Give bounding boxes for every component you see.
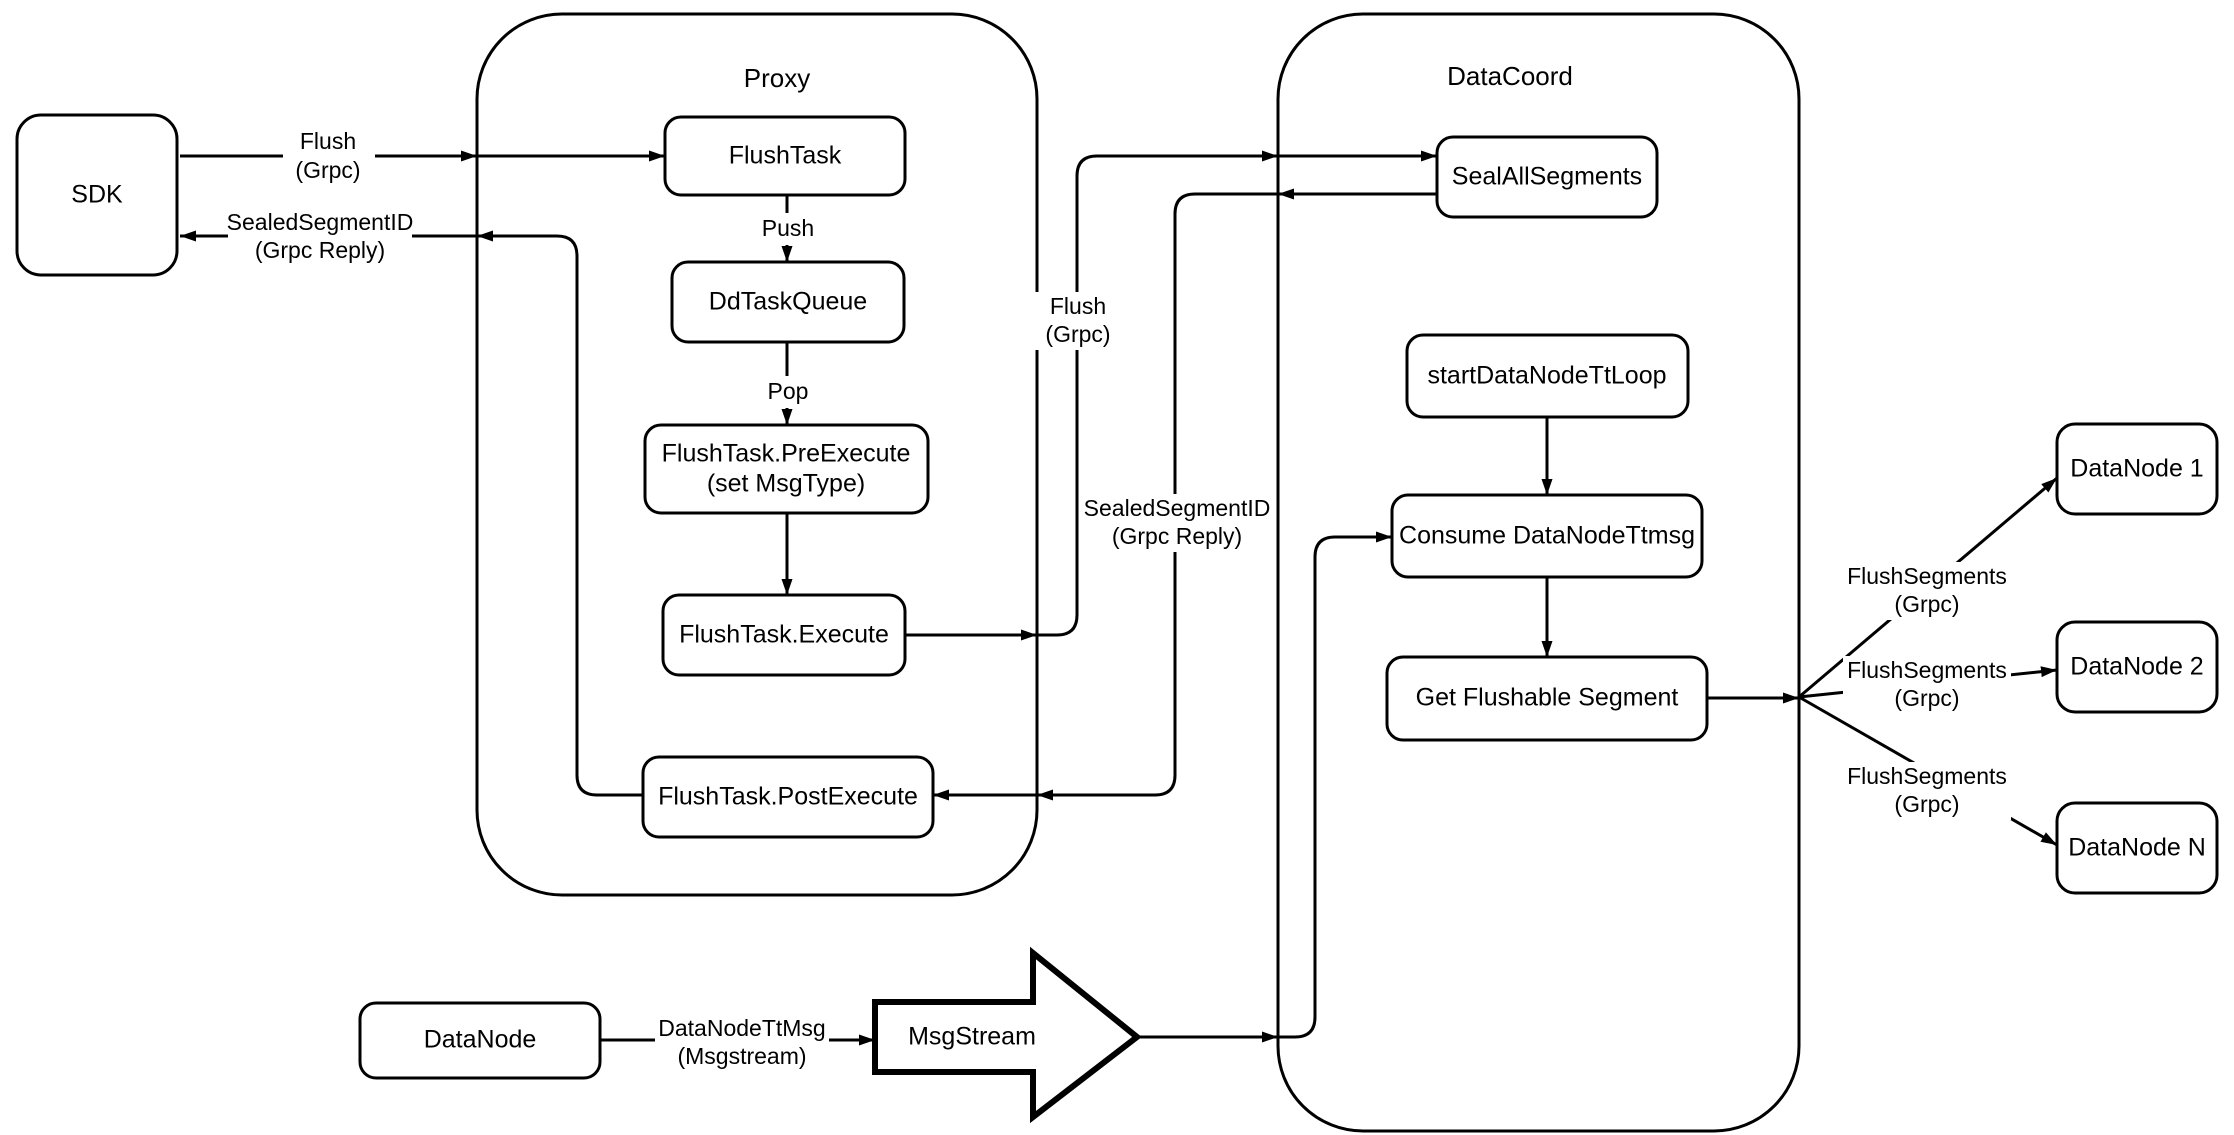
consumedatanodettmsg-node bbox=[1390, 493, 1704, 579]
label-sealed-sdk-line1: SealedSegmentID bbox=[227, 209, 414, 235]
label-datanodettmsg-line2: (Msgstream) bbox=[677, 1043, 806, 1069]
label-bg-pop bbox=[760, 376, 816, 408]
label-sealed-sdk-line2: (Grpc Reply) bbox=[255, 237, 385, 263]
label-flushsegments-2-line2: (Grpc) bbox=[1894, 685, 1959, 711]
ddtaskqueue-label: DdTaskQueue bbox=[709, 288, 867, 316]
consumedatanodettmsg-label: Consume DataNodeTtmsg bbox=[1399, 522, 1695, 550]
datanoden-node bbox=[2055, 801, 2219, 895]
datanode2-label: DataNode 2 bbox=[2070, 653, 2203, 681]
flushtask-node bbox=[663, 115, 907, 197]
label-push: Push bbox=[762, 215, 814, 241]
label-bg-sealed-sdk bbox=[228, 210, 412, 266]
sealallsegments-label: SealAllSegments bbox=[1452, 163, 1642, 191]
postexecute-label: FlushTask.PostExecute bbox=[658, 783, 918, 811]
label-datanodettmsg-line1: DataNodeTtMsg bbox=[658, 1015, 825, 1041]
label-sealed-mid-line2: (Grpc Reply) bbox=[1112, 523, 1242, 549]
datanode-bottom-node bbox=[358, 1001, 602, 1080]
sealallsegments-node bbox=[1435, 135, 1659, 219]
label-flush-mid-line2: (Grpc) bbox=[1045, 321, 1110, 347]
datacoord-title: DataCoord bbox=[1447, 61, 1573, 91]
msgstream-label: MsgStream bbox=[908, 1023, 1036, 1051]
label-flushsegments-2-line1: FlushSegments bbox=[1847, 657, 2007, 683]
ddtaskqueue-node bbox=[670, 260, 906, 344]
label-flushsegments-3-line1: FlushSegments bbox=[1847, 763, 2007, 789]
getflushablesegment-node bbox=[1385, 655, 1709, 742]
execute-node bbox=[661, 593, 907, 677]
sdk-label: SDK bbox=[71, 181, 123, 209]
edge-msgstream-to-consume bbox=[1278, 531, 1392, 1039]
msgstream-block-arrow bbox=[872, 946, 1142, 1124]
edge-flush-to-datacoord-boundary bbox=[1037, 150, 1278, 637]
nodes: SDK FlushTask DdTaskQueue FlushTask.PreE… bbox=[15, 113, 2219, 1124]
datacoord-container bbox=[1276, 12, 1801, 1133]
proxy-container bbox=[475, 12, 1039, 897]
preexecute-label-line1: FlushTask.PreExecute bbox=[662, 440, 911, 468]
proxy-title: Proxy bbox=[744, 63, 810, 93]
preexecute-label-line2: (set MsgType) bbox=[707, 470, 865, 498]
label-bg-flushsegments-1 bbox=[1843, 562, 2011, 620]
label-flushsegments-3-line2: (Grpc) bbox=[1894, 791, 1959, 817]
datanode2-node bbox=[2055, 620, 2219, 714]
label-bg-sealed-mid bbox=[1085, 494, 1269, 552]
sdk-node bbox=[15, 113, 179, 277]
label-bg-flushsegments-2 bbox=[1843, 656, 2011, 714]
edges bbox=[180, 150, 2058, 1046]
datanode-bottom-label: DataNode bbox=[424, 1026, 537, 1054]
label-bg-flush-mid bbox=[1032, 292, 1124, 350]
label-bg-flushsegments-3 bbox=[1843, 762, 2011, 820]
label-sealed-mid-line1: SealedSegmentID bbox=[1084, 495, 1271, 521]
postexecute-node bbox=[641, 755, 935, 839]
flushtask-label: FlushTask bbox=[729, 142, 842, 170]
getflushablesegment-label: Get Flushable Segment bbox=[1416, 684, 1679, 712]
datanode1-label: DataNode 1 bbox=[2070, 455, 2203, 483]
label-flush-sdk-line2: (Grpc) bbox=[295, 157, 360, 183]
execute-label: FlushTask.Execute bbox=[679, 621, 889, 649]
label-flushsegments-1-line1: FlushSegments bbox=[1847, 563, 2007, 589]
label-bg-datanodettmsg bbox=[655, 1014, 829, 1072]
label-flush-mid-line1: Flush bbox=[1050, 293, 1106, 319]
label-flushsegments-1-line2: (Grpc) bbox=[1894, 591, 1959, 617]
label-bg-push bbox=[755, 213, 821, 245]
label-pop: Pop bbox=[768, 378, 809, 404]
startdatanodettloop-label: startDataNodeTtLoop bbox=[1427, 362, 1666, 390]
edge-labels: Flush (Grpc) SealedSegmentID (Grpc Reply… bbox=[227, 128, 2011, 1072]
label-bg-flush-sdk bbox=[283, 128, 375, 184]
edge-postexecute-to-proxy-boundary bbox=[477, 230, 643, 797]
label-flush-sdk-line1: Flush bbox=[300, 128, 356, 154]
datanoden-label: DataNode N bbox=[2068, 834, 2206, 862]
preexecute-node bbox=[643, 423, 930, 515]
startdatanodettloop-node bbox=[1405, 333, 1690, 419]
datanode1-node bbox=[2055, 422, 2219, 516]
